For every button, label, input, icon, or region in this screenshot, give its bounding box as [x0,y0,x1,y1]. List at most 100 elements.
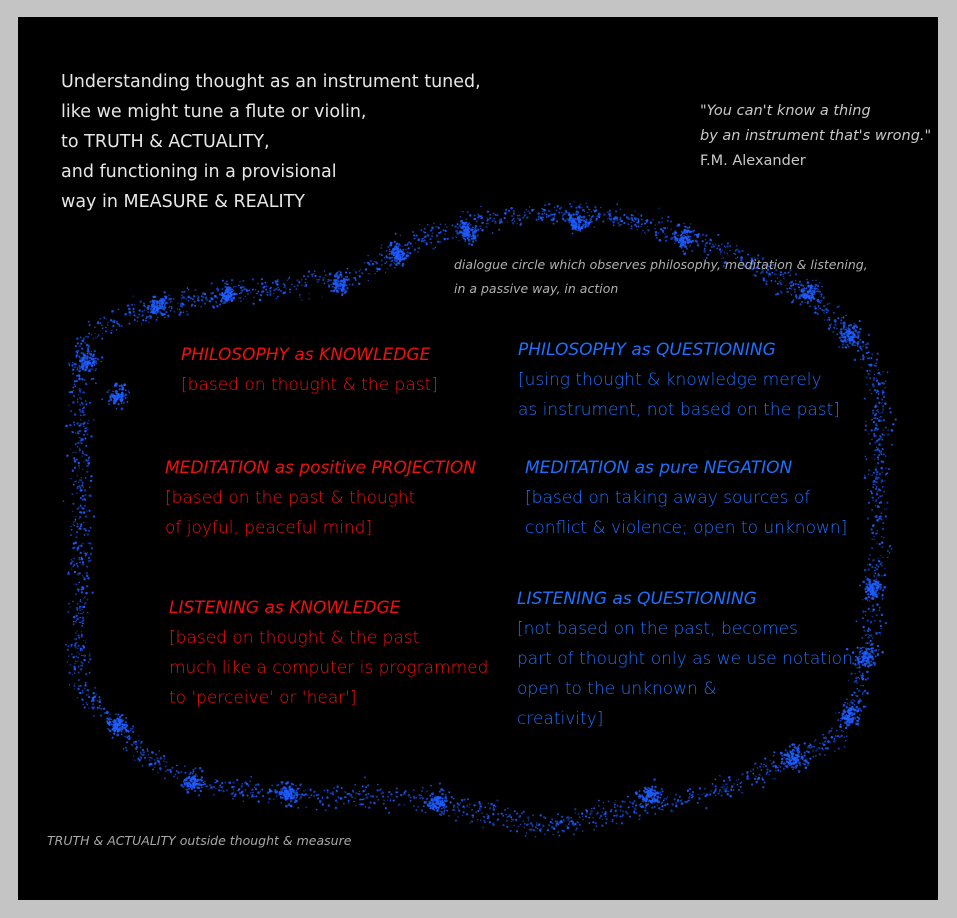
circle-speck [299,296,301,299]
circle-speck [645,219,649,222]
circle-speck [377,798,380,801]
circle-speck [83,659,85,661]
circle-speck [863,690,867,693]
circle-speck [861,646,864,649]
circle-clump-speck [89,352,93,356]
circle-speck [568,823,570,825]
circle-speck [882,382,885,385]
circle-speck [660,808,662,811]
circle-speck [821,309,824,312]
circle-speck [670,809,673,813]
circle-speck [881,401,884,404]
circle-speck [887,556,889,559]
circle-speck [239,292,241,295]
circle-speck [423,227,426,230]
circle-clump-speck [852,333,856,337]
circle-speck [592,817,594,819]
circle-speck [562,830,565,833]
circle-clump-speck [864,586,867,588]
circle-speck [87,419,90,422]
circle-speck [83,706,86,709]
circle-speck [805,750,808,752]
circle-clump-speck [114,391,117,393]
circle-speck [251,288,254,291]
circle-clump-speck [221,297,224,300]
circle-speck [828,318,831,321]
circle-speck [122,748,125,750]
circle-speck [506,221,509,223]
circle-speck [853,699,856,703]
circle-speck [610,808,613,811]
circle-speck [876,352,879,355]
circle-speck [609,810,613,813]
circle-speck [712,245,716,248]
circle-clump-speck [586,224,590,227]
circle-clump-speck [287,790,290,793]
circle-speck [561,815,564,818]
circle-clump-speck [650,788,654,791]
circle-speck [71,469,75,472]
circle-speck [81,377,84,381]
circle-clump-speck [107,400,111,403]
circle-speck [154,766,156,768]
circle-speck [760,769,763,771]
circle-speck [100,714,103,717]
circle-speck [543,209,546,212]
circle-speck [516,214,519,217]
circle-speck [542,816,546,819]
circle-speck [351,796,354,799]
circle-speck [132,295,134,297]
circle-speck [755,775,757,778]
circle-clump-speck [857,707,861,711]
circle-speck [473,218,476,221]
circle-speck [877,565,880,568]
circle-clump-speck [199,778,202,781]
circle-speck [615,814,618,817]
circle-clump-speck [874,595,877,598]
circle-speck [884,473,888,476]
circle-speck [73,667,76,671]
circle-speck [87,459,90,461]
circle-clump-speck [192,768,195,771]
circle-speck [144,756,146,759]
circle-speck [830,727,833,730]
circle-clump-speck [785,764,788,768]
circle-speck [80,398,83,400]
circle-clump-speck [341,292,344,296]
circle-clump-speck [851,335,853,338]
circle-speck [613,806,616,809]
circle-speck [752,768,754,770]
circle-speck [456,802,459,805]
circle-speck [224,781,227,784]
circle-speck [250,791,252,794]
circle-speck [714,794,717,797]
circle-clump-speck [229,292,233,296]
circle-clump-speck [582,215,586,219]
circle-speck [324,809,327,812]
circle-speck [637,225,640,228]
circle-clump-speck [846,723,850,727]
circle-speck [880,479,884,482]
circle-speck [90,333,92,336]
circle-clump-speck [680,237,684,241]
circle-speck [874,515,878,518]
circle-speck [751,262,754,265]
circle-speck [643,231,646,234]
circle-speck [518,214,521,217]
circle-clump-speck [79,366,82,370]
circle-clump-speck [856,334,860,337]
circle-clump-speck [163,291,166,294]
circle-speck [307,275,310,278]
circle-clump-speck [869,580,871,583]
circle-speck [176,764,178,767]
circle-clump-speck [807,295,811,299]
circle-speck [564,213,566,215]
circle-speck [459,223,462,225]
circle-clump-speck [794,766,798,769]
circle-speck [661,217,664,220]
circle-speck [363,776,367,779]
circle-clump-speck [684,235,687,239]
circle-speck [729,249,731,252]
circle-clump-speck [651,785,654,788]
circle-speck [253,296,255,299]
